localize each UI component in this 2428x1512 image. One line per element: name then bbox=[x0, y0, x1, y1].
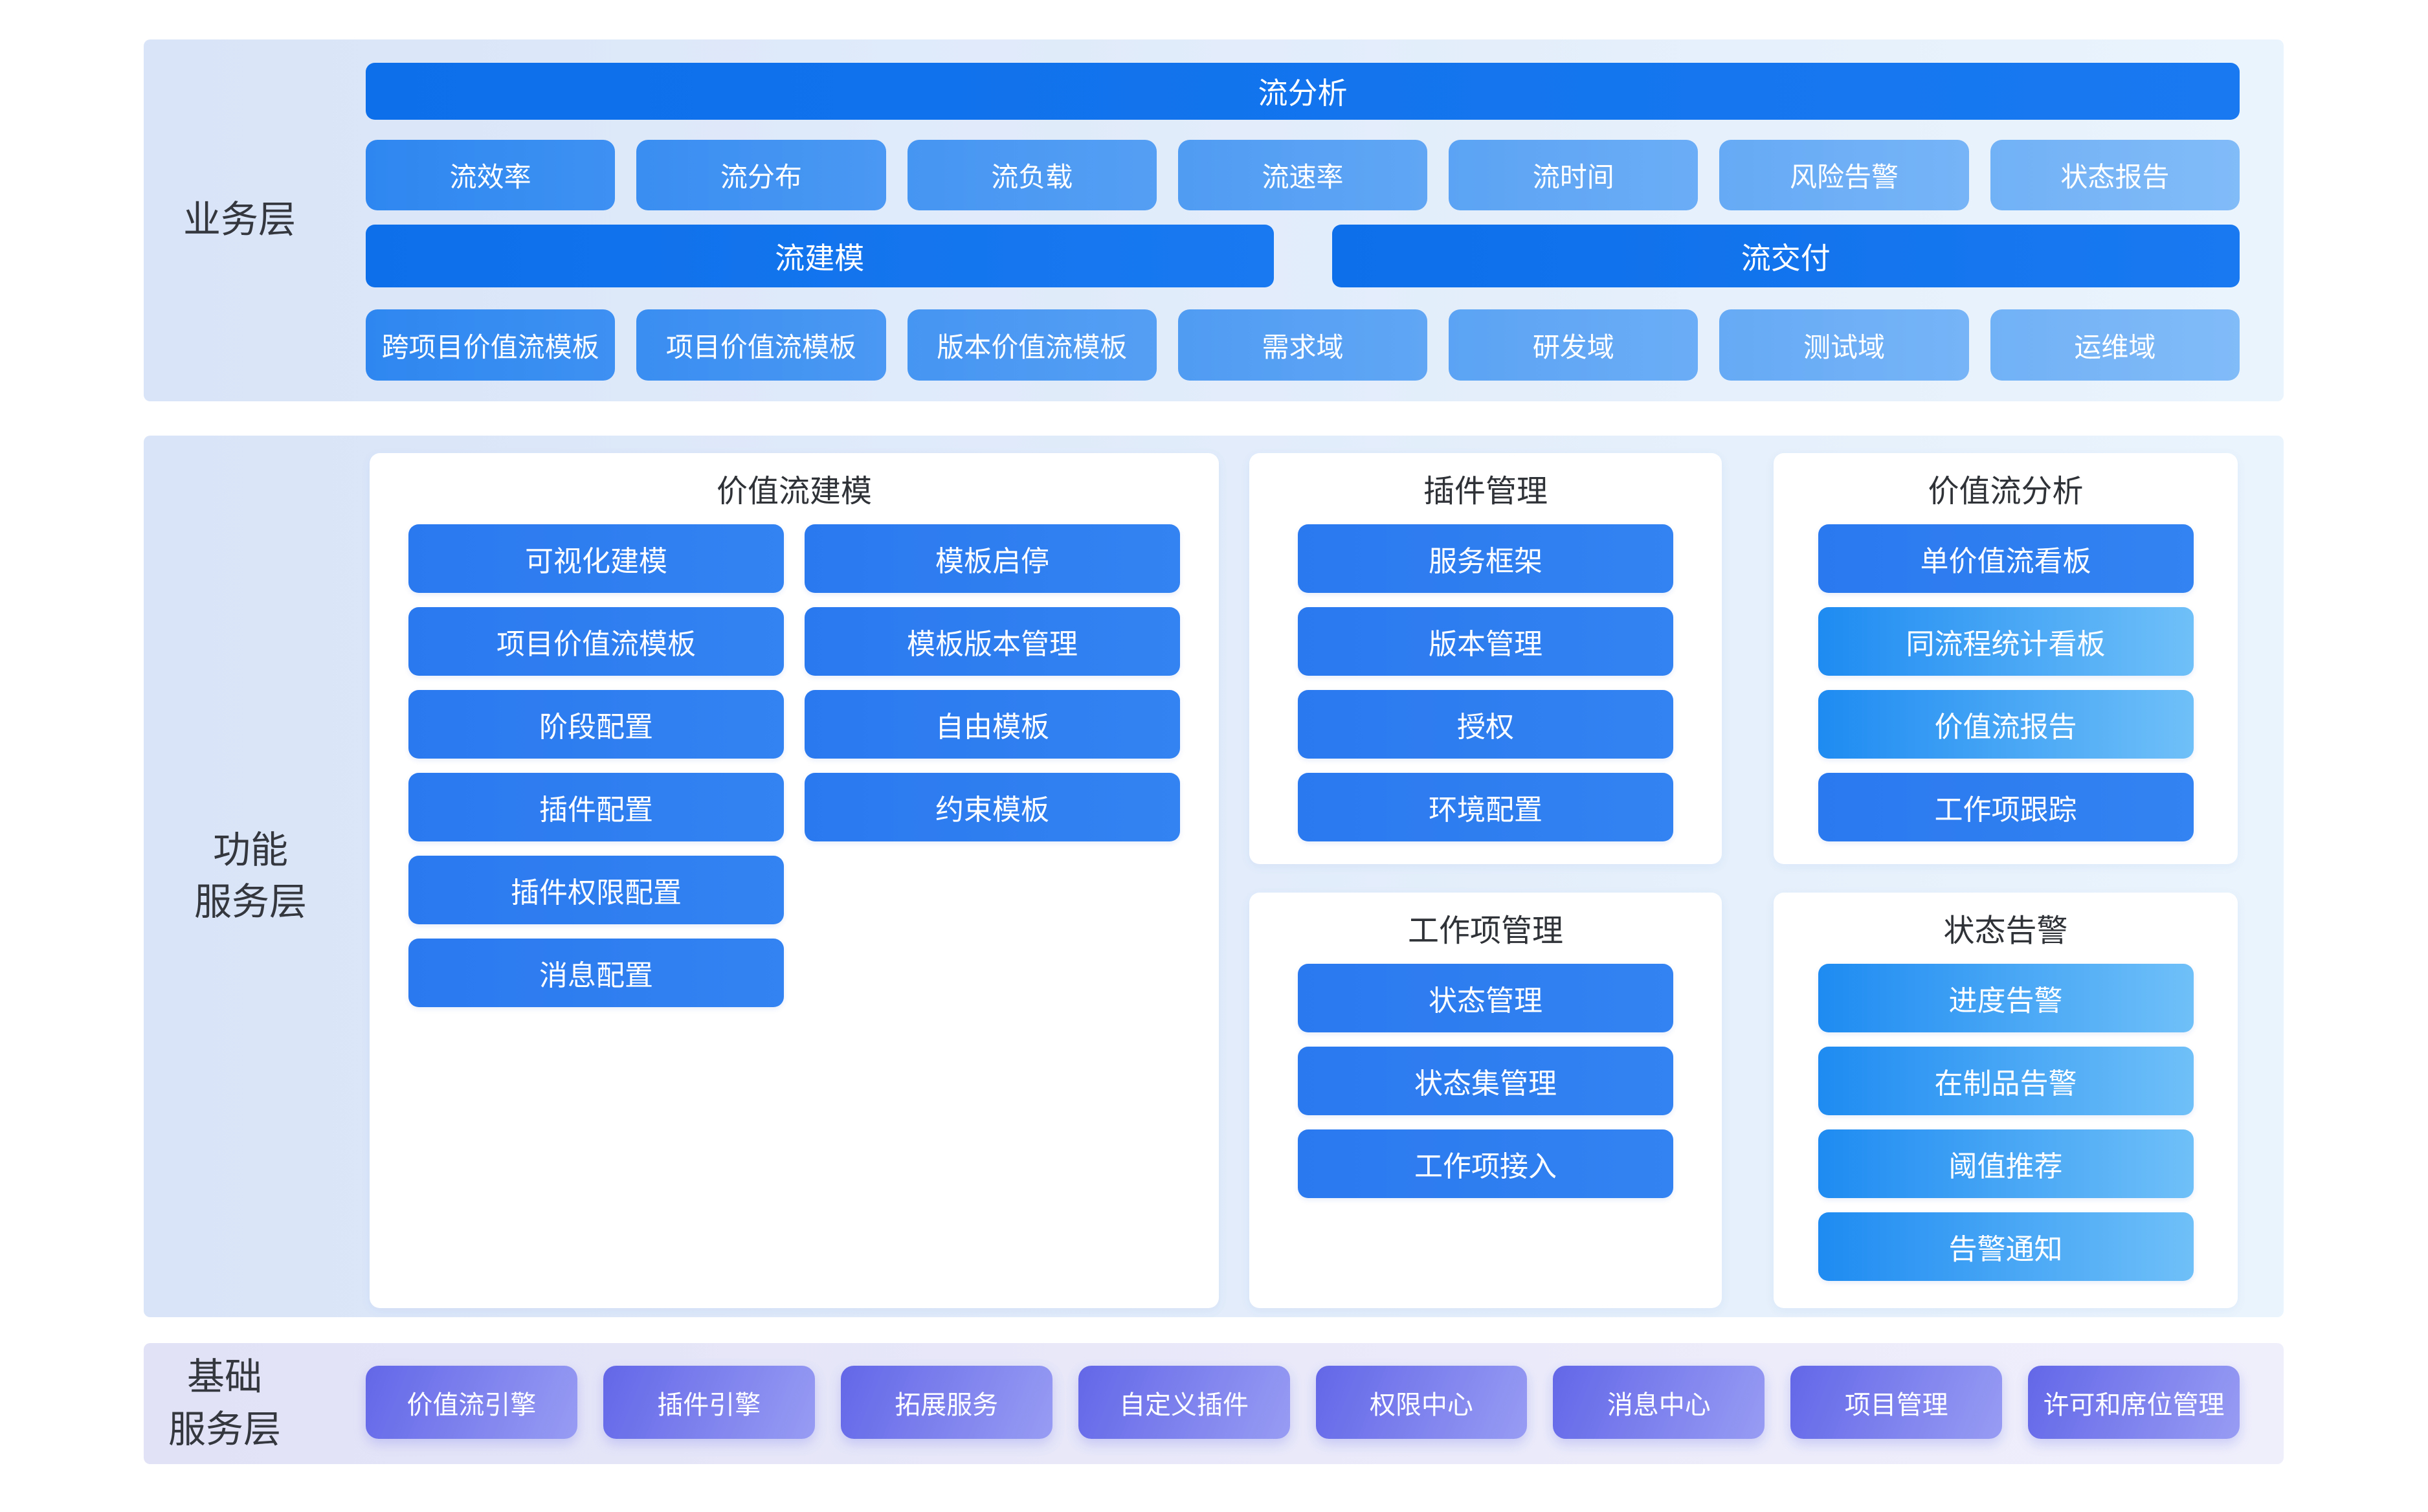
metric-flow-time: 流时间 bbox=[1449, 140, 1698, 210]
foundation-layer-section: 基础 服务层 价值流引擎 插件引擎 拓展服务 自定义插件 权限中心 消息中心 项… bbox=[144, 1343, 2284, 1464]
button-extension-service: 拓展服务 bbox=[840, 1366, 1053, 1439]
card-body-value-stream-analysis: 单价值流看板 同流程统计看板 价值流报告 工作项跟踪 bbox=[1774, 524, 2238, 841]
button-template-start-stop: 模板启停 bbox=[805, 524, 1180, 593]
flow-analysis-bar: 流分析 bbox=[366, 63, 2240, 120]
card-title-work-item-management: 工作项管理 bbox=[1407, 914, 1563, 948]
button-constraint-template: 约束模板 bbox=[805, 773, 1180, 841]
domain-development: 研发域 bbox=[1449, 309, 1698, 381]
button-same-process-stats-board: 同流程统计看板 bbox=[1818, 607, 2194, 676]
metric-risk-alert: 风险告警 bbox=[1719, 140, 1969, 210]
card-body-value-stream-modeling: 可视化建模 项目价值流模板 阶段配置 插件配置 插件权限配置 消息配置 模板启停… bbox=[370, 524, 1219, 1007]
business-layer-section: 业务层 流分析 流效率 流分布 流负载 流速率 流时间 风险告警 状态报告 流建… bbox=[144, 39, 2284, 401]
function-layer-label-line1: 功能 bbox=[212, 828, 288, 871]
button-value-stream-report: 价值流报告 bbox=[1818, 690, 2194, 759]
flow-metrics-row: 流效率 流分布 流负载 流速率 流时间 风险告警 状态报告 bbox=[366, 140, 2240, 210]
domain-version-template: 版本价值流模板 bbox=[907, 309, 1157, 381]
card-work-item-management: 工作项管理 状态管理 状态集管理 工作项接入 bbox=[1249, 893, 1722, 1308]
button-version-management: 版本管理 bbox=[1298, 607, 1673, 676]
function-layer-section: 功能 服务层 价值流建模 可视化建模 项目价值流模板 阶段配置 插件配置 插件权… bbox=[144, 436, 2284, 1317]
button-project-management: 项目管理 bbox=[1790, 1366, 2003, 1439]
foundation-services-row: 价值流引擎 插件引擎 拓展服务 自定义插件 权限中心 消息中心 项目管理 许可和… bbox=[366, 1366, 2240, 1439]
flow-delivery-bar: 流交付 bbox=[1331, 225, 2240, 287]
domain-testing: 测试域 bbox=[1719, 309, 1969, 381]
button-value-stream-engine: 价值流引擎 bbox=[366, 1366, 577, 1439]
button-work-item-access: 工作项接入 bbox=[1298, 1129, 1673, 1198]
modeling-column-left: 可视化建模 项目价值流模板 阶段配置 插件配置 插件权限配置 消息配置 bbox=[408, 524, 784, 1007]
button-custom-plugin: 自定义插件 bbox=[1078, 1366, 1290, 1439]
domain-requirement: 需求域 bbox=[1177, 309, 1428, 381]
metric-flow-load: 流负载 bbox=[907, 140, 1157, 210]
button-status-management: 状态管理 bbox=[1298, 964, 1673, 1032]
button-message-center: 消息中心 bbox=[1553, 1366, 1765, 1439]
metric-flow-distribution: 流分布 bbox=[636, 140, 886, 210]
card-value-stream-analysis: 价值流分析 单价值流看板 同流程统计看板 价值流报告 工作项跟踪 bbox=[1774, 453, 2238, 864]
button-stage-config: 阶段配置 bbox=[408, 690, 784, 759]
business-layer-content: 流分析 流效率 流分布 流负载 流速率 流时间 风险告警 状态报告 流建模 流交… bbox=[366, 39, 2240, 401]
flow-process-row: 流建模 流交付 bbox=[366, 225, 2240, 287]
button-service-framework: 服务框架 bbox=[1298, 524, 1673, 593]
button-status-set-management: 状态集管理 bbox=[1298, 1047, 1673, 1115]
button-free-template: 自由模板 bbox=[805, 690, 1180, 759]
flow-domains-row: 跨项目价值流模板 项目价值流模板 版本价值流模板 需求域 研发域 测试域 运维域 bbox=[366, 309, 2240, 381]
foundation-layer-label: 基础 服务层 bbox=[144, 1343, 306, 1464]
card-body-plugin-management: 服务框架 版本管理 授权 环境配置 bbox=[1249, 524, 1722, 841]
domain-project-template: 项目价值流模板 bbox=[636, 309, 886, 381]
button-visual-modeling: 可视化建模 bbox=[408, 524, 784, 593]
button-alert-notification: 告警通知 bbox=[1818, 1212, 2194, 1281]
button-license-seat-management: 许可和席位管理 bbox=[2028, 1366, 2240, 1439]
metric-flow-velocity: 流速率 bbox=[1177, 140, 1428, 210]
card-value-stream-modeling: 价值流建模 可视化建模 项目价值流模板 阶段配置 插件配置 插件权限配置 消息配… bbox=[370, 453, 1219, 1308]
business-layer-label: 业务层 bbox=[144, 39, 335, 401]
card-title-status-alert: 状态告警 bbox=[1943, 914, 2068, 948]
flow-modeling-bar: 流建模 bbox=[366, 225, 1274, 287]
button-plugin-engine: 插件引擎 bbox=[603, 1366, 815, 1439]
card-plugin-management: 插件管理 服务框架 版本管理 授权 环境配置 bbox=[1249, 453, 1722, 864]
business-layer-label-text: 业务层 bbox=[183, 199, 296, 241]
button-permission-center: 权限中心 bbox=[1315, 1366, 1528, 1439]
foundation-layer-label-line1: 基础 bbox=[186, 1356, 262, 1399]
function-layer-label: 功能 服务层 bbox=[144, 436, 357, 1317]
card-body-status-alert: 进度告警 在制品告警 阈值推荐 告警通知 bbox=[1774, 964, 2238, 1281]
button-wip-alert: 在制品告警 bbox=[1818, 1047, 2194, 1115]
button-progress-alert: 进度告警 bbox=[1818, 964, 2194, 1032]
button-environment-config: 环境配置 bbox=[1298, 773, 1673, 841]
card-body-work-item-management: 状态管理 状态集管理 工作项接入 bbox=[1249, 964, 1722, 1198]
button-plugin-config: 插件配置 bbox=[408, 773, 784, 841]
button-plugin-permission-config: 插件权限配置 bbox=[408, 856, 784, 924]
modeling-column-right: 模板启停 模板版本管理 自由模板 约束模板 bbox=[805, 524, 1180, 841]
button-threshold-recommendation: 阈值推荐 bbox=[1818, 1129, 2194, 1198]
function-layer-label-line2: 服务层 bbox=[194, 881, 307, 923]
card-title-value-stream-analysis: 价值流分析 bbox=[1928, 474, 2084, 509]
domain-cross-project-template: 跨项目价值流模板 bbox=[366, 309, 616, 381]
button-project-value-stream-template: 项目价值流模板 bbox=[408, 607, 784, 676]
button-single-value-stream-board: 单价值流看板 bbox=[1818, 524, 2194, 593]
card-status-alert: 状态告警 进度告警 在制品告警 阈值推荐 告警通知 bbox=[1774, 893, 2238, 1308]
card-title-value-stream-modeling: 价值流建模 bbox=[716, 474, 872, 509]
flow-analysis-row: 流分析 bbox=[366, 63, 2240, 120]
button-authorization: 授权 bbox=[1298, 690, 1673, 759]
button-message-config: 消息配置 bbox=[408, 939, 784, 1007]
button-template-version-management: 模板版本管理 bbox=[805, 607, 1180, 676]
button-work-item-tracking: 工作项跟踪 bbox=[1818, 773, 2194, 841]
metric-status-report: 状态报告 bbox=[1990, 140, 2240, 210]
domain-operations: 运维域 bbox=[1990, 309, 2240, 381]
metric-flow-efficiency: 流效率 bbox=[366, 140, 616, 210]
card-title-plugin-management: 插件管理 bbox=[1423, 474, 1548, 509]
foundation-layer-label-line2: 服务层 bbox=[168, 1408, 281, 1451]
